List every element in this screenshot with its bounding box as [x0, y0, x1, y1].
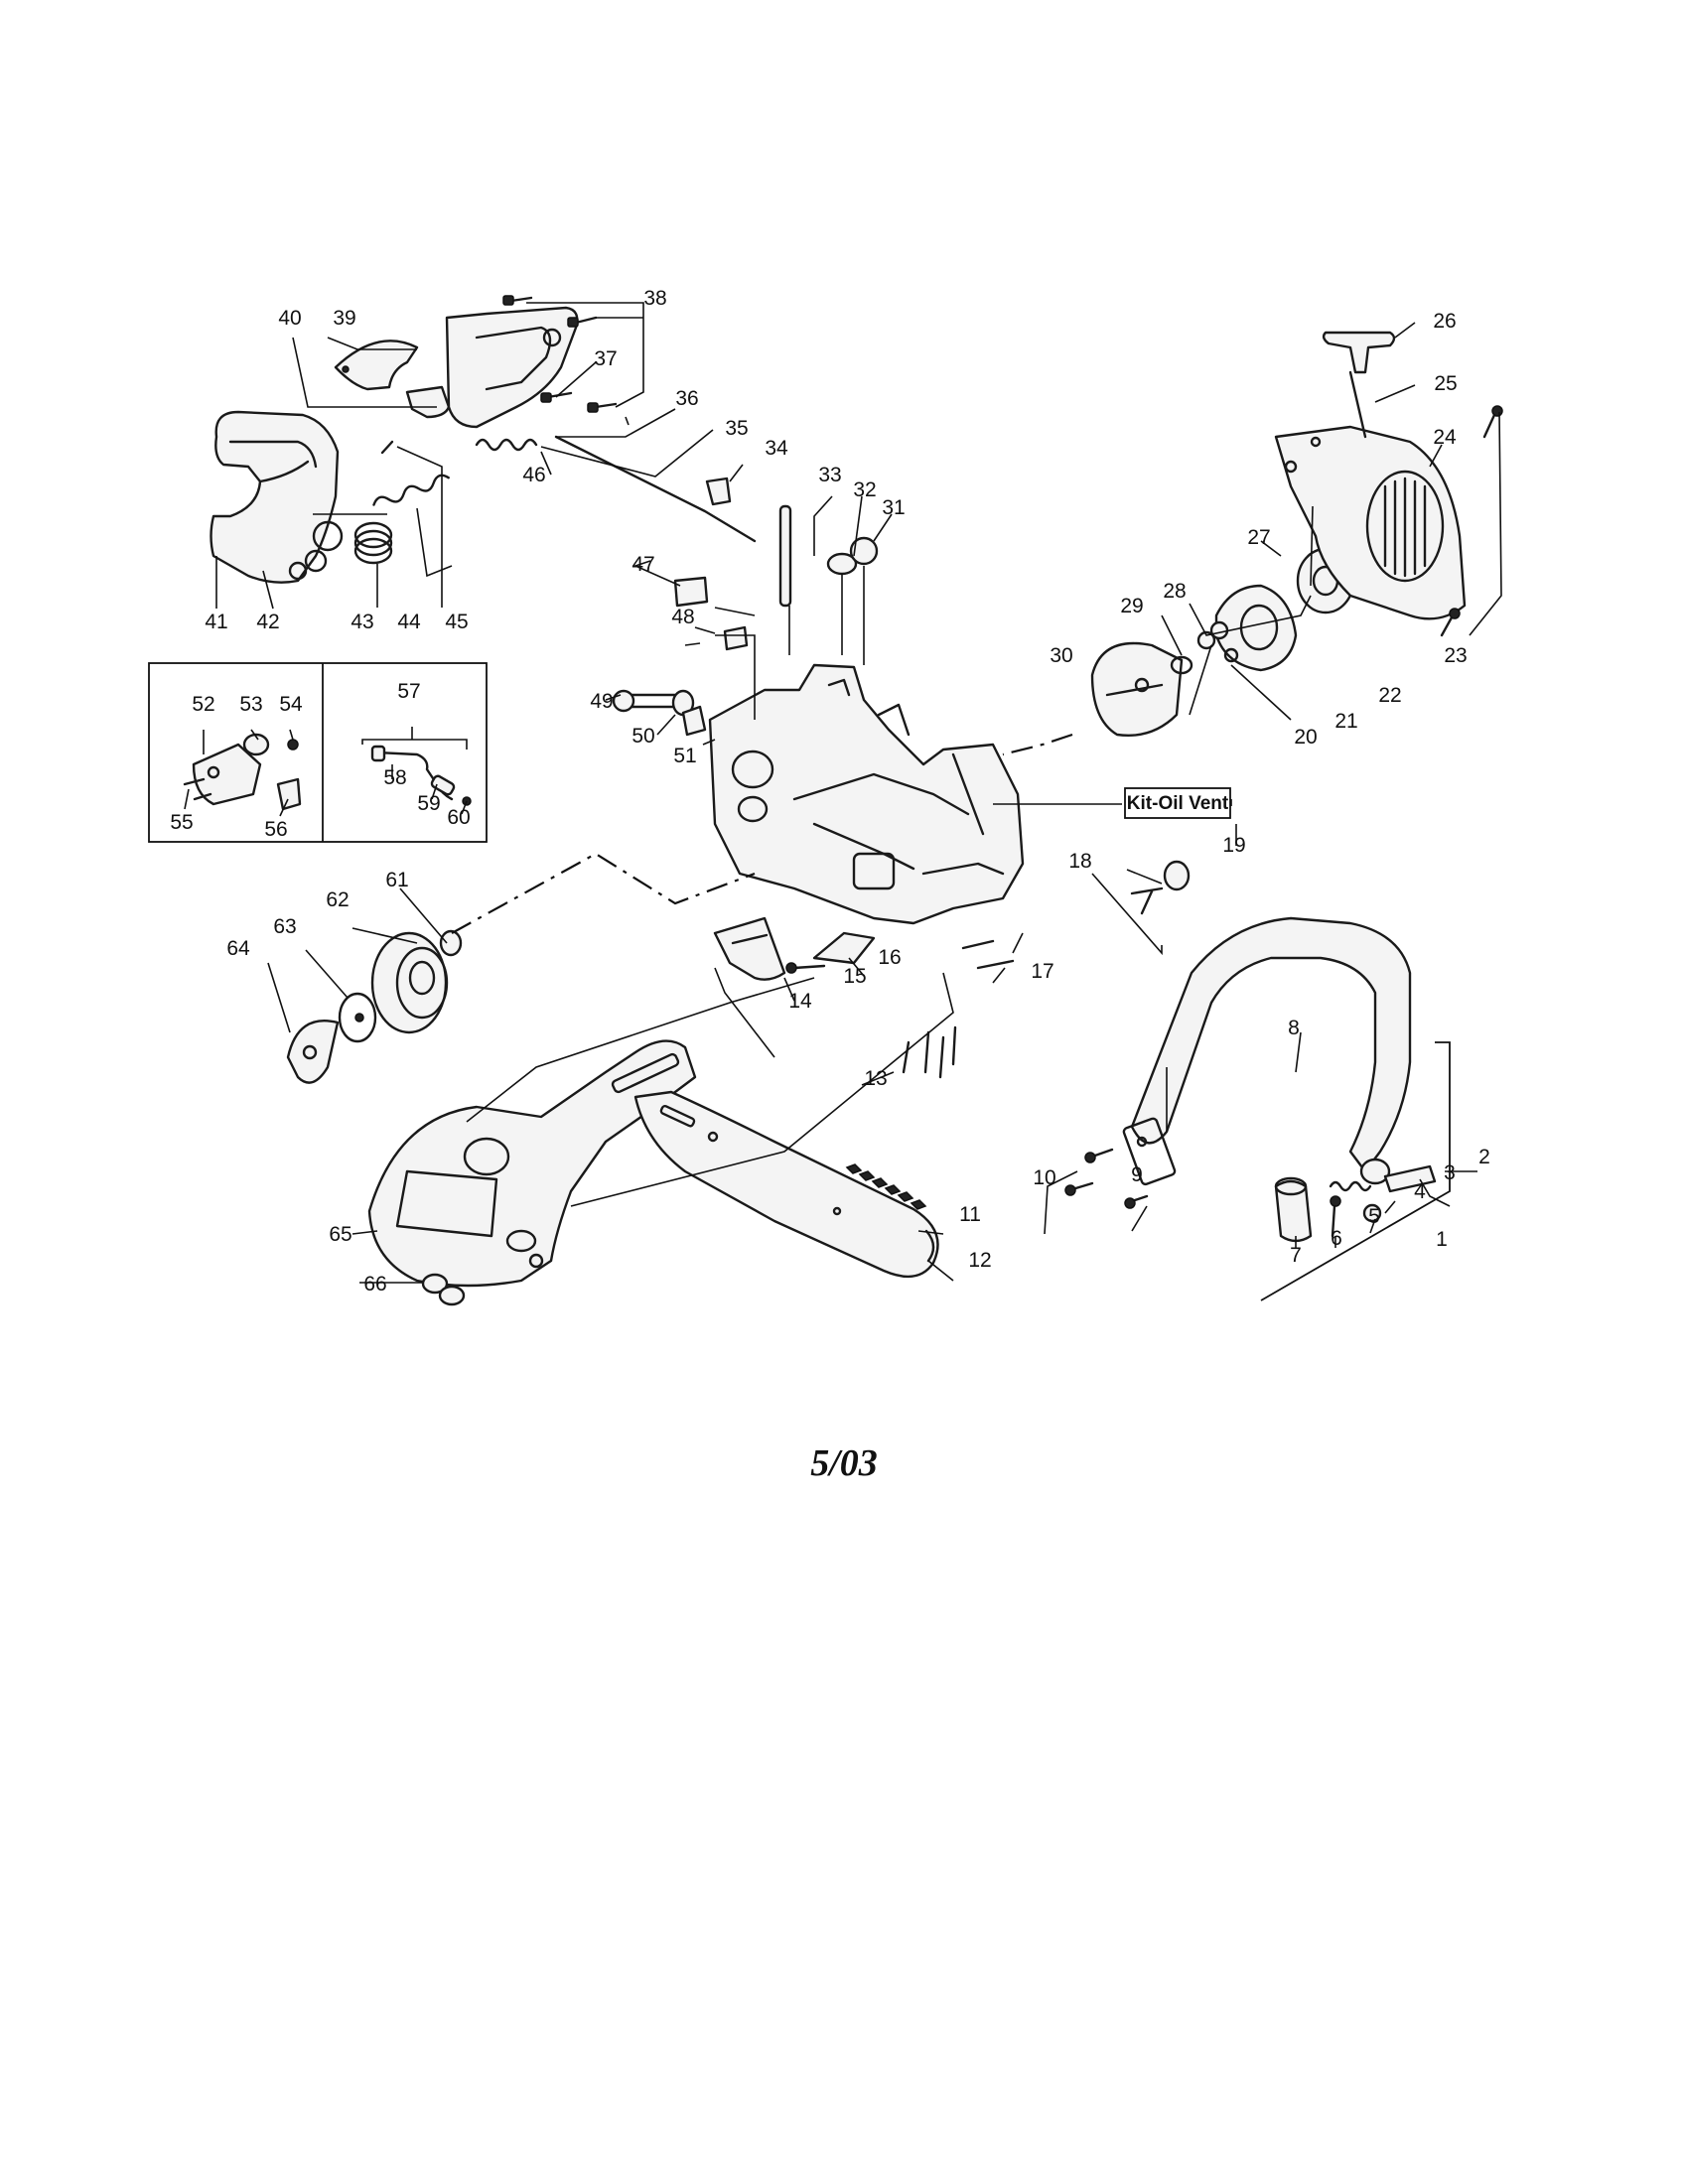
- callout-11: 11: [959, 1203, 981, 1226]
- callout-27: 27: [1247, 526, 1270, 549]
- bar-nuts: [421, 1273, 466, 1306]
- callout-48: 48: [671, 606, 694, 628]
- brake-parts: [612, 689, 707, 737]
- callout-35: 35: [725, 417, 748, 440]
- callout-50: 50: [632, 725, 654, 748]
- clutch-parts: [286, 929, 463, 1084]
- callout-61: 61: [385, 869, 408, 891]
- callout-30: 30: [1050, 644, 1072, 667]
- callout-56: 56: [264, 818, 287, 841]
- revision-date: 5/03: [810, 1442, 878, 1484]
- kit-oil-vent-text: Kit-Oil Vent: [1127, 793, 1229, 814]
- callout-59: 59: [417, 792, 440, 815]
- callout-13: 13: [864, 1067, 887, 1090]
- callout-65: 65: [329, 1223, 351, 1246]
- callout-37: 37: [594, 347, 617, 370]
- callout-40: 40: [278, 307, 301, 330]
- callout-29: 29: [1120, 595, 1143, 617]
- callout-34: 34: [765, 437, 788, 460]
- callout-2: 2: [1478, 1146, 1490, 1168]
- callout-64: 64: [226, 937, 250, 960]
- callout-15: 15: [843, 965, 866, 988]
- callout-31: 31: [882, 496, 905, 519]
- callout-24: 24: [1433, 426, 1457, 449]
- callout-58: 58: [383, 766, 406, 789]
- callout-51: 51: [673, 745, 696, 767]
- starter-rope-handle: [1322, 331, 1396, 439]
- sprocket-cover-part: [367, 1039, 697, 1288]
- callout-60: 60: [447, 806, 470, 829]
- guide-bar-part: [633, 1090, 939, 1279]
- callout-14: 14: [788, 990, 812, 1013]
- callout-44: 44: [397, 611, 421, 633]
- callout-26: 26: [1433, 310, 1456, 333]
- callout-28: 28: [1163, 580, 1186, 603]
- callout-23: 23: [1444, 644, 1467, 667]
- callout-46: 46: [522, 464, 545, 486]
- callout-10: 10: [1033, 1166, 1055, 1189]
- callout-41: 41: [205, 611, 227, 633]
- callout-leaders: [184, 302, 1502, 1284]
- callout-39: 39: [333, 307, 355, 330]
- throttle-trigger-part: [334, 340, 419, 391]
- small-parts-cluster: [673, 477, 749, 651]
- callout-62: 62: [326, 888, 349, 911]
- callout-42: 42: [256, 611, 279, 633]
- callout-57: 57: [397, 680, 420, 703]
- callout-43: 43: [351, 611, 373, 633]
- inset-boxes: [148, 662, 1451, 1301]
- callout-63: 63: [273, 915, 296, 938]
- callout-4: 4: [1414, 1180, 1426, 1203]
- front-housing-part: [445, 306, 579, 429]
- callout-49: 49: [590, 690, 613, 713]
- callout-1: 1: [1436, 1228, 1448, 1251]
- callout-47: 47: [632, 553, 654, 576]
- callout-5: 5: [1368, 1205, 1380, 1228]
- throttle-rod: [554, 435, 757, 543]
- callout-9: 9: [1131, 1163, 1143, 1186]
- callout-33: 33: [818, 464, 841, 486]
- starter-parts: [1090, 547, 1355, 737]
- callout-numbers: 1 2 3 4 5 6 7 8 9 10 11 12 13 14 15 16 1…: [170, 287, 1490, 1296]
- handle-kit-parts: [1274, 1158, 1437, 1243]
- callout-12: 12: [968, 1249, 991, 1272]
- callout-17: 17: [1031, 960, 1053, 983]
- callout-36: 36: [675, 387, 698, 410]
- callout-18: 18: [1068, 850, 1091, 873]
- tensioner-parts: [713, 916, 1015, 981]
- throttle-interlock-part: [405, 385, 451, 419]
- callout-32: 32: [853, 478, 876, 501]
- kit-oil-vent-label: Kit-Oil Vent: [1124, 787, 1231, 819]
- callout-45: 45: [445, 611, 468, 633]
- callout-66: 66: [363, 1273, 386, 1296]
- oil-vent-cap: [1130, 860, 1191, 915]
- callout-25: 25: [1434, 372, 1457, 395]
- pins: [902, 1025, 957, 1079]
- callout-8: 8: [1288, 1017, 1300, 1039]
- callout-54: 54: [279, 693, 303, 716]
- oil-pump-box-parts: [183, 733, 302, 811]
- crankcase-part: [708, 663, 1025, 925]
- guard-screws: [1064, 1148, 1149, 1209]
- starter-housing-part: [1274, 425, 1467, 620]
- callout-22: 22: [1378, 684, 1401, 707]
- rear-handle-part: [210, 410, 344, 584]
- callout-6: 6: [1331, 1227, 1342, 1250]
- callout-38: 38: [643, 287, 666, 310]
- hand-guard-part: [1122, 916, 1412, 1186]
- callout-53: 53: [239, 693, 262, 716]
- callout-3: 3: [1444, 1161, 1456, 1184]
- callout-19: 19: [1222, 834, 1245, 857]
- callout-21: 21: [1334, 710, 1357, 733]
- oil-system-parts: [778, 504, 879, 608]
- callout-7: 7: [1290, 1244, 1302, 1267]
- callout-55: 55: [170, 811, 193, 834]
- springs: [353, 438, 538, 565]
- callout-16: 16: [878, 946, 901, 969]
- callout-20: 20: [1294, 726, 1317, 749]
- callout-52: 52: [192, 693, 214, 716]
